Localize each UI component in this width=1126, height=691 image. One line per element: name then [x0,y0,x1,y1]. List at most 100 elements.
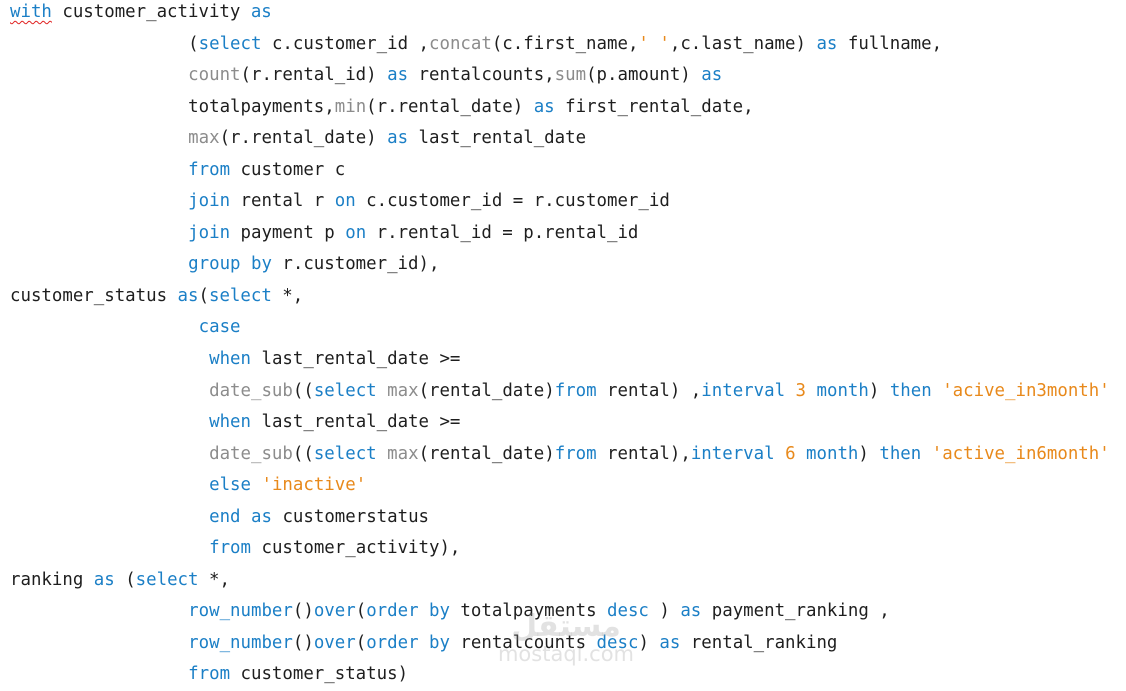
code-text: c.customer_id , [261,33,429,54]
code-line[interactable]: join rental r on c.customer_id = r.custo… [10,186,1110,218]
keyword: on [345,222,367,243]
keyword: as [659,632,681,653]
keyword: from [188,159,231,180]
keyword: when [209,412,251,433]
code-text: totalpayments [449,601,608,622]
code-text [796,444,806,464]
code-text: fullname, [837,33,943,54]
code-text: () [292,632,314,653]
code-line[interactable]: customer_status as(select *, [10,281,1110,313]
code-text: (r.rental_date) [366,96,534,117]
keyword: as [816,33,838,54]
code-text: ranking [10,569,94,590]
code-line[interactable]: from customer c [10,155,1110,187]
code-text: customer_status [10,285,178,306]
keyword: as [251,506,272,527]
code-line[interactable]: case [10,312,1110,344]
keyword: else [209,475,251,496]
code-text: c.customer_id = r.customer_id [355,191,670,212]
number-literal: 3 [795,380,807,401]
code-text: ( [188,33,199,54]
code-text: () [292,601,314,622]
keyword: over [313,601,356,622]
code-text: r.customer_id), [271,254,440,275]
keyword: month [806,443,859,464]
keyword: order by [366,632,450,653]
code-text: (( [292,380,314,401]
keyword: as [387,128,409,149]
function: max [387,443,419,464]
keyword: over [313,632,356,653]
spellcheck-flagged-keyword: with [10,2,52,22]
keyword: from [209,538,251,559]
keyword: from [188,664,231,685]
keyword: select [313,380,377,401]
code-line[interactable]: join payment p on r.rental_id = p.rental… [10,218,1110,250]
code-text [932,381,942,401]
code-line[interactable]: date_sub((select max(rental_date)from re… [10,376,1110,408]
keyword: desc [596,632,639,653]
code-text: customerstatus [271,506,430,527]
keyword: as [177,285,199,306]
code-text [241,507,251,527]
keyword: from [554,443,597,464]
function: date_sub [209,443,293,464]
code-line[interactable]: else 'inactive' [10,470,1110,502]
code-text [806,381,816,401]
code-text: ( [355,632,367,653]
string-literal: 'active_in6month' [931,443,1110,464]
code-text: ,c.last_name) [669,33,817,54]
keyword: from [554,380,597,401]
code-text: customer_activity [51,2,251,22]
code-line[interactable]: with customer_activity as [10,0,1110,29]
code-line[interactable]: totalpayments,min(r.rental_date) as firs… [10,92,1110,124]
code-line[interactable]: end as customerstatus [10,502,1110,534]
code-line[interactable]: row_number()over(order by totalpayments … [10,596,1110,628]
keyword: select [135,569,199,590]
code-line[interactable]: from customer_status) [10,659,1110,691]
keyword: month [816,380,869,401]
code-text: ) [858,443,880,464]
keyword: then [889,380,932,401]
code-line[interactable]: group by r.customer_id), [10,249,1110,281]
code-text: (rental_date) [418,443,555,464]
code-text: rental r [230,191,335,212]
code-text: *, [198,569,230,590]
keyword: as [250,2,272,22]
code-line[interactable]: row_number()over(order by rentalcounts d… [10,628,1110,660]
code-line[interactable]: from customer_activity), [10,533,1110,565]
keyword: group by [188,254,272,275]
code-text: rental), [596,443,691,464]
code-line[interactable]: max(r.rental_date) as last_rental_date [10,123,1110,155]
code-text: rentalcounts, [408,65,555,86]
keyword: as [533,96,555,117]
code-text: customer_status) [230,664,409,685]
code-line[interactable]: (select c.customer_id ,concat(c.first_na… [10,29,1110,61]
code-line[interactable]: when last_rental_date >= [10,344,1110,376]
code-line[interactable]: when last_rental_date >= [10,407,1110,439]
code-text: (c.first_name, [491,33,639,54]
code-text: ( [114,569,136,590]
keyword: select [208,285,272,306]
sql-code-editor[interactable]: with customer_activity as(select c.custo… [10,0,1110,691]
code-line[interactable]: date_sub((select max(rental_date)from re… [10,439,1110,471]
keyword: select [313,443,377,464]
keyword: join [188,191,231,212]
code-text: (r.rental_date) [219,128,388,149]
keyword: as [93,569,115,590]
code-text [921,444,931,464]
code-text: (rental_date) [418,380,555,401]
keyword: when [209,349,251,370]
code-text: rental_ranking [680,632,838,653]
number-literal: 6 [785,443,796,464]
code-text: rentalcounts [449,632,597,653]
function: max [387,380,419,401]
code-text: customer c [230,159,346,180]
function: min [334,96,367,117]
code-text: customer_activity), [251,538,461,559]
code-text [377,444,387,464]
code-line[interactable]: ranking as (select *, [10,565,1110,597]
code-line[interactable]: count(r.rental_id) as rentalcounts,sum(p… [10,60,1110,92]
code-text: (p.amount) [586,65,702,86]
code-text: (( [292,443,314,464]
